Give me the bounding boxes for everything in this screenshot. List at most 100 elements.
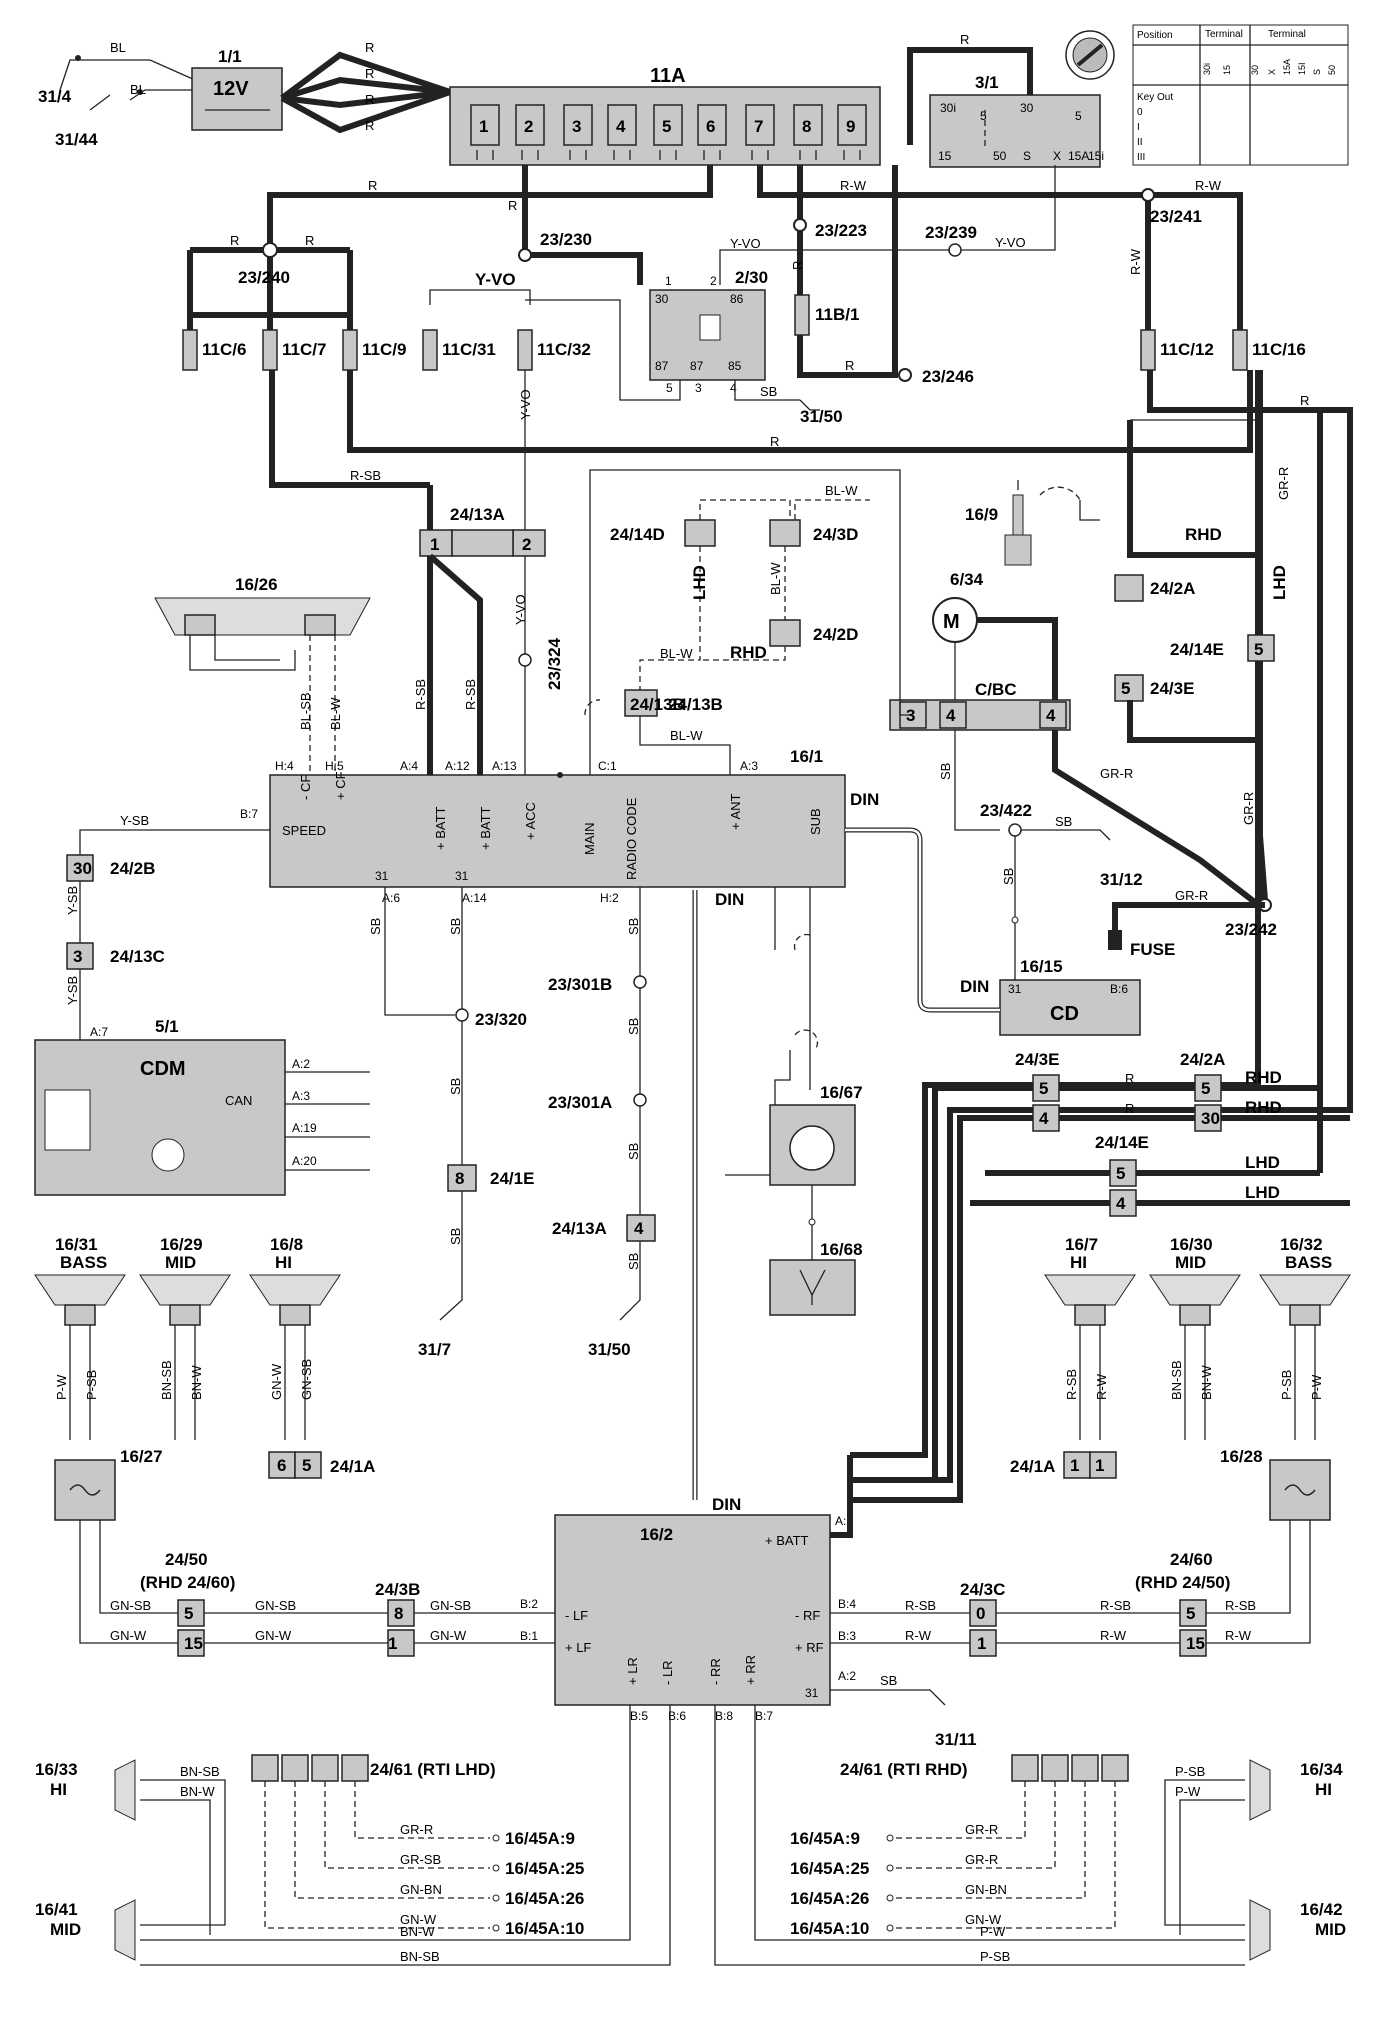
svg-text:16/45A:10: 16/45A:10 <box>505 1919 584 1938</box>
key-col-label: S <box>1312 69 1322 75</box>
svg-text:15A: 15A <box>1068 149 1089 163</box>
svg-text:16/45A:25: 16/45A:25 <box>505 1859 584 1878</box>
svg-text:R: R <box>1300 393 1309 408</box>
svg-text:3: 3 <box>73 947 82 966</box>
transistor-icon <box>151 1138 185 1172</box>
key-col-label: 15A <box>1282 59 1292 75</box>
svg-text:B:7: B:7 <box>240 807 258 821</box>
svg-text:16/1: 16/1 <box>790 747 823 766</box>
svg-text:GN-SB: GN-SB <box>430 1598 471 1613</box>
svg-text:16/34: 16/34 <box>1300 1760 1343 1779</box>
fuse-label: 11C/12 <box>1160 340 1214 359</box>
amp-power-connectors: 24/3E 24/2A 5 4 5 30 R R RHD RHD 24/14E … <box>850 410 1350 1503</box>
svg-text:BL-W: BL-W <box>768 562 783 595</box>
fusebox-pin-label: 5 <box>662 117 671 136</box>
svg-text:3: 3 <box>695 381 702 395</box>
svg-text:H:5: H:5 <box>325 759 344 773</box>
svg-text:15i: 15i <box>1088 149 1104 163</box>
fusebox-pin <box>837 104 867 146</box>
svg-text:R: R <box>960 32 969 47</box>
svg-text:SB: SB <box>626 1143 641 1160</box>
speaker-id: 16/8 <box>270 1235 303 1254</box>
svg-text:B:6: B:6 <box>668 1709 686 1723</box>
svg-text:24/14E: 24/14E <box>1095 1133 1149 1152</box>
svg-text:16/9: 16/9 <box>965 505 998 524</box>
svg-text:15: 15 <box>1186 1634 1205 1653</box>
cdm-section: Y-SB 30 24/2B Y-SB 3 24/13C Y-SB 5/1 A:7… <box>34 813 370 1196</box>
svg-text:A:7: A:7 <box>90 1025 108 1039</box>
svg-text:GR-R: GR-R <box>1100 766 1133 781</box>
splice-23-241 <box>1141 188 1155 202</box>
svg-text:SB: SB <box>368 918 383 935</box>
svg-text:23/246: 23/246 <box>922 367 974 386</box>
svg-text:R-SB: R-SB <box>413 679 428 710</box>
key-row-label: II <box>1137 137 1143 148</box>
svg-text:BL-W: BL-W <box>825 483 858 498</box>
speaker-type: BASS <box>1285 1253 1332 1272</box>
speaker-id: 16/29 <box>160 1235 203 1254</box>
radio-16-1: 16/1 H:4 H:5 A:4 A:12 A:13 C:1 A:3 B:7 3… <box>240 469 901 909</box>
svg-text:SB: SB <box>1001 868 1016 885</box>
rear-speaker-icon <box>114 1759 136 1821</box>
svg-text:B:8: B:8 <box>715 1709 733 1723</box>
svg-text:CD: CD <box>1050 1003 1079 1025</box>
svg-text:31/50: 31/50 <box>588 1340 631 1359</box>
svg-text:5: 5 <box>1116 1164 1125 1183</box>
svg-text:+ LF: + LF <box>565 1640 591 1655</box>
svg-text:Y-VO: Y-VO <box>995 235 1026 250</box>
key-col-label: 15I <box>1297 62 1307 75</box>
svg-text:BN-W: BN-W <box>180 1784 215 1799</box>
svg-text:Y-SB: Y-SB <box>65 976 80 1005</box>
rear-speaker-icon <box>1249 1759 1271 1821</box>
svg-text:BN-W: BN-W <box>189 1365 204 1400</box>
svg-text:B:2: B:2 <box>520 1597 538 1611</box>
svg-text:R-W: R-W <box>1128 248 1143 275</box>
svg-text:GN-W: GN-W <box>110 1628 147 1643</box>
svg-text:24/13A: 24/13A <box>450 505 505 524</box>
svg-text:23/242: 23/242 <box>1225 920 1277 939</box>
svg-text:24/13C: 24/13C <box>110 947 165 966</box>
svg-text:24/2A: 24/2A <box>1150 579 1195 598</box>
antenna-amplifier <box>769 1104 856 1186</box>
splice-23-223 <box>793 218 807 232</box>
svg-text:31/50: 31/50 <box>800 407 843 426</box>
svg-text:+ BATT: + BATT <box>765 1533 809 1548</box>
speaker-id: 16/7 <box>1065 1235 1098 1254</box>
svg-text:R: R <box>368 178 377 193</box>
svg-text:23/324: 23/324 <box>545 637 564 690</box>
speaker-type: BASS <box>60 1253 107 1272</box>
svg-text:24/2D: 24/2D <box>813 625 858 644</box>
svg-text:8: 8 <box>394 1604 403 1623</box>
svg-text:A:2: A:2 <box>292 1057 310 1071</box>
fuse <box>182 329 198 371</box>
svg-text:H:2: H:2 <box>600 891 619 905</box>
svg-text:24/3E: 24/3E <box>1015 1050 1059 1069</box>
svg-text:16/28: 16/28 <box>1220 1447 1263 1466</box>
antenna-motor: 16/9 M 6/34 GR-R C/BC 3 4 4 SB 23/422 SB… <box>889 480 1267 1000</box>
svg-text:GN-W: GN-W <box>965 1912 1002 1927</box>
svg-text:Y-SB: Y-SB <box>120 813 149 828</box>
svg-text:23/301A: 23/301A <box>548 1093 612 1112</box>
svg-text:A:20: A:20 <box>292 1154 317 1168</box>
svg-text:H:4: H:4 <box>275 759 294 773</box>
svg-text:Position: Position <box>1137 30 1173 41</box>
svg-text:R-W: R-W <box>840 178 867 193</box>
svg-text:24/3D: 24/3D <box>813 525 858 544</box>
svg-text:R-SB: R-SB <box>1225 1598 1256 1613</box>
svg-text:+ CF: + CF <box>333 771 348 800</box>
svg-text:X: X <box>1053 149 1061 163</box>
splice-23-422 <box>1008 823 1022 837</box>
svg-text:+ ANT: + ANT <box>728 793 743 830</box>
svg-text:30: 30 <box>1201 1109 1220 1128</box>
svg-text:MAIN: MAIN <box>582 823 597 856</box>
svg-text:GR-R: GR-R <box>1276 467 1291 500</box>
svg-text:GN-SB: GN-SB <box>110 1598 151 1613</box>
svg-text:GN-SB: GN-SB <box>255 1598 296 1613</box>
svg-text:R: R <box>845 358 854 373</box>
svg-text:+ BATT: + BATT <box>433 806 448 850</box>
svg-text:Y-VO: Y-VO <box>730 236 761 251</box>
svg-text:DIN: DIN <box>850 790 879 809</box>
splice-23-239 <box>948 243 962 257</box>
svg-text:6/34: 6/34 <box>950 570 984 589</box>
svg-text:R-SB: R-SB <box>463 679 478 710</box>
